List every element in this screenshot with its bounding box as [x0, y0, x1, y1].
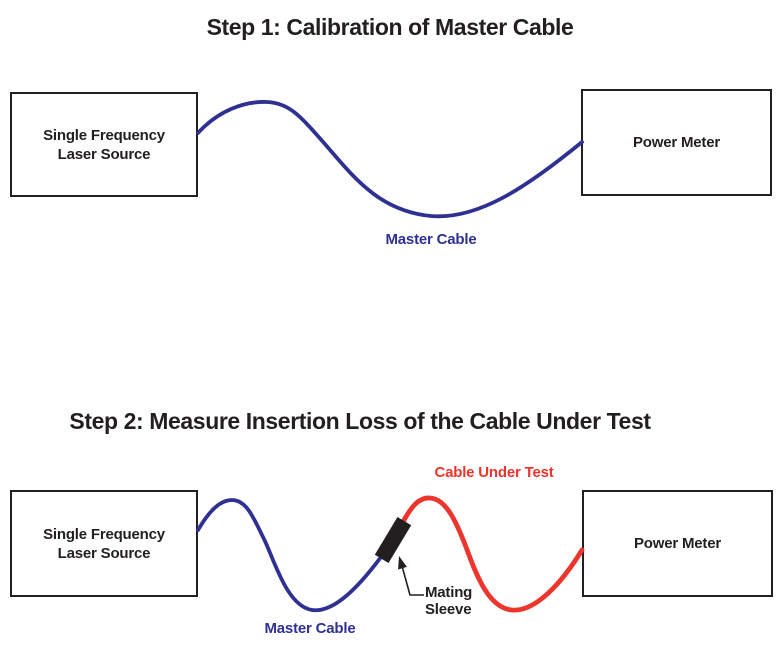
step1-master-cable-path — [196, 100, 584, 219]
step2-laser-source-line2: Laser Source — [57, 544, 151, 562]
step2-master-cable-path — [196, 498, 383, 613]
mating-sleeve-shape — [374, 517, 412, 563]
mating-sleeve-arrowhead-icon — [398, 556, 407, 570]
step2-laser-source-box: Single Frequency Laser Source — [10, 490, 198, 597]
step1-laser-source-box: Single Frequency Laser Source — [10, 92, 198, 197]
mating-sleeve-label-line2: Sleeve — [425, 601, 472, 618]
step1-power-meter-box: Power Meter — [581, 89, 772, 196]
mating-sleeve-arrow — [398, 556, 424, 596]
step2-master-cable-label: Master Cable — [264, 620, 356, 637]
step1-master-cable-label: Master Cable — [385, 231, 477, 248]
mating-sleeve-label-line1: Mating — [425, 584, 473, 601]
step2-title: Step 2: Measure Insertion Loss of the Ca… — [69, 408, 651, 434]
mating-sleeve-leader-line — [401, 565, 424, 596]
step1-title: Step 1: Calibration of Master Cable — [206, 14, 574, 40]
step1-laser-source-line1: Single Frequency — [43, 126, 165, 144]
step1-laser-source-line2: Laser Source — [57, 145, 151, 163]
step2-power-meter-box: Power Meter — [582, 490, 773, 597]
step2-laser-source-line1: Single Frequency — [43, 525, 165, 543]
step2-power-meter-label: Power Meter — [634, 535, 721, 552]
step1-power-meter-label: Power Meter — [633, 134, 720, 151]
step2-cable-under-test-label: Cable Under Test — [434, 464, 554, 481]
step2-mating-sleeve-label: Mating Sleeve — [425, 584, 472, 618]
